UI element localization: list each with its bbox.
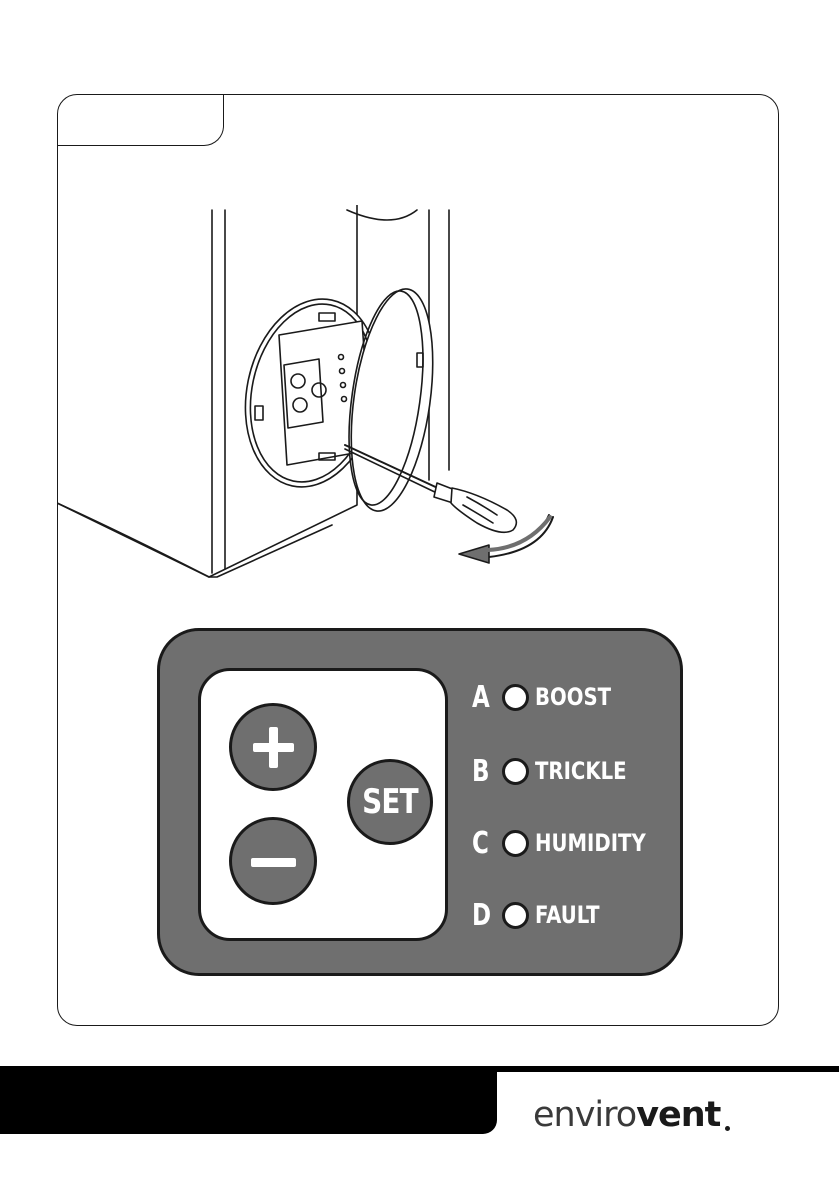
indicator-letter: B bbox=[472, 754, 498, 789]
indicator-letter: C bbox=[472, 826, 498, 861]
indicator-label: HUMIDITY bbox=[535, 829, 646, 857]
indicator-led bbox=[502, 902, 529, 929]
indicator-led bbox=[502, 758, 529, 785]
set-button-label: SET bbox=[362, 782, 418, 822]
logo-dot bbox=[725, 1126, 730, 1131]
minus-button[interactable] bbox=[229, 817, 317, 905]
step-number-tab bbox=[57, 94, 224, 146]
indicator-row: C HUMIDITY bbox=[472, 823, 670, 863]
envirovent-logo: envirovent bbox=[533, 1098, 720, 1133]
plus-button[interactable] bbox=[229, 703, 317, 791]
button-pad: SET bbox=[198, 668, 448, 941]
footer-block bbox=[0, 1066, 497, 1134]
indicator-row: A BOOST bbox=[472, 677, 628, 717]
indicator-letter: A bbox=[472, 680, 498, 715]
indicator-label: BOOST bbox=[535, 683, 611, 711]
set-button[interactable]: SET bbox=[347, 759, 433, 845]
logo-bold-text: vent bbox=[636, 1095, 720, 1135]
indicator-led bbox=[502, 684, 529, 711]
control-panel: SET A BOOST B TRICKLE C HUMIDITY D FAULT bbox=[157, 628, 683, 976]
unit-cover-removal-illustration bbox=[57, 205, 577, 585]
indicator-label: FAULT bbox=[535, 901, 599, 929]
indicator-label: TRICKLE bbox=[535, 757, 627, 785]
indicator-led bbox=[502, 830, 529, 857]
logo-light-text: enviro bbox=[533, 1095, 636, 1135]
indicator-row: B TRICKLE bbox=[472, 751, 647, 791]
indicator-letter: D bbox=[472, 898, 498, 933]
indicator-row: D FAULT bbox=[472, 895, 614, 935]
